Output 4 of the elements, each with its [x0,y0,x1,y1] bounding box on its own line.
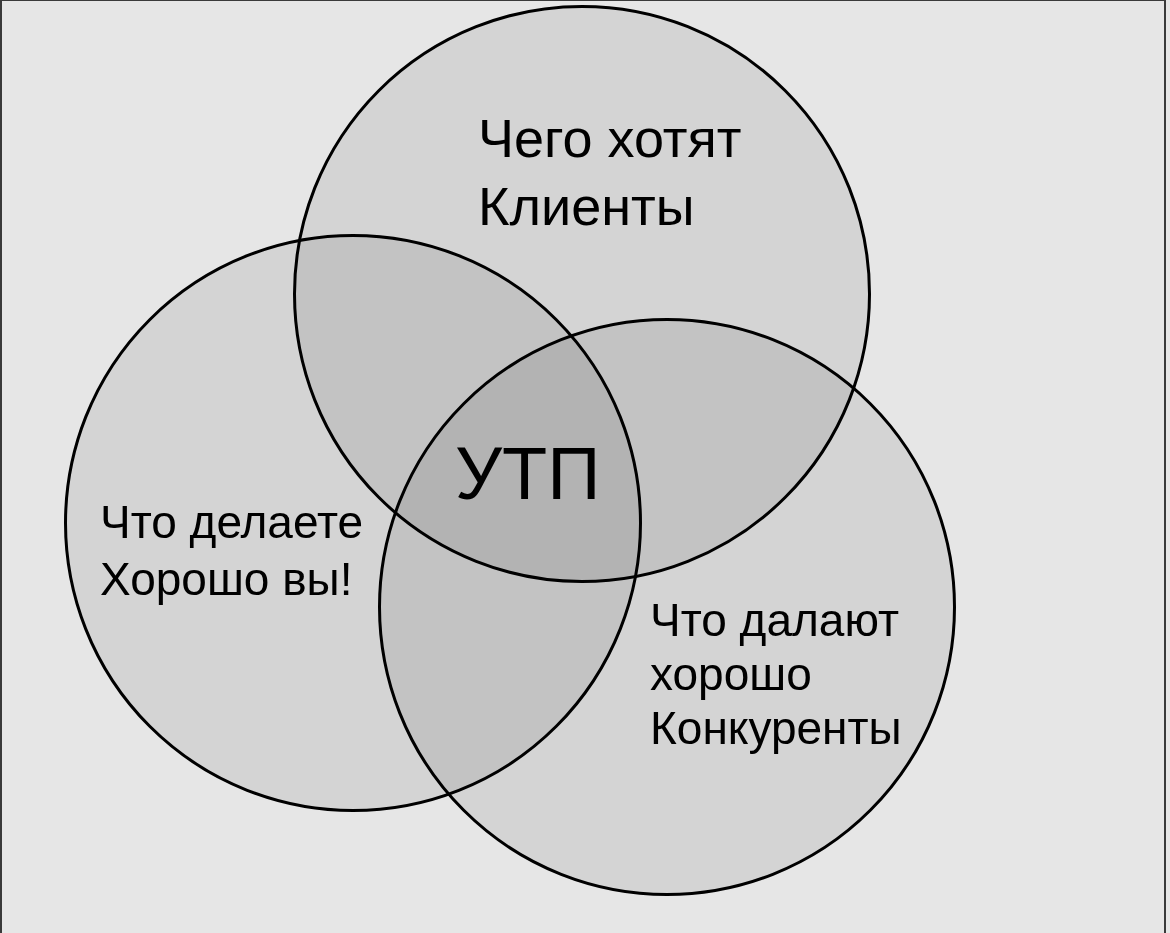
circle-label: Что делаете Хорошо вы! [100,495,365,607]
intersection-label: УТП [455,437,601,511]
circle-label: Чего хотят Клиенты [478,107,743,238]
circle-label: Что далают хорошо Конкуренты [650,593,903,755]
